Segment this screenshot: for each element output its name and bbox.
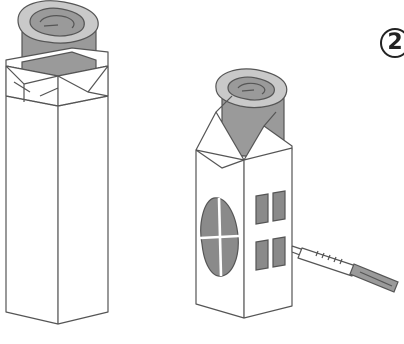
utility-knife-icon — [291, 245, 399, 293]
front-windows — [255, 190, 286, 271]
step-number-badge: 2 — [380, 28, 404, 58]
carton-with-roll-left — [5, 0, 109, 325]
oval-window — [199, 197, 240, 277]
house-carton-right — [195, 68, 293, 319]
step-number: 2 — [380, 28, 404, 58]
